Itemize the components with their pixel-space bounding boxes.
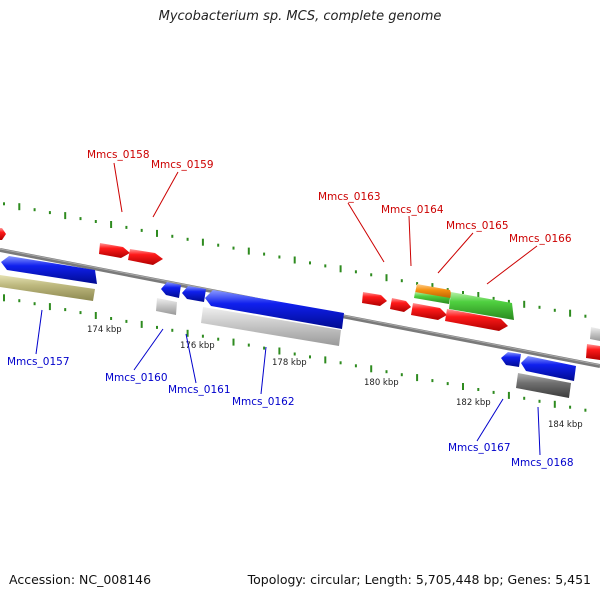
- leader-mmcs-0158: [113, 162, 123, 213]
- topology-text: Topology: circular; Length: 5,705,448 bp…: [247, 572, 591, 587]
- leader-mmcs-0157: [35, 309, 43, 355]
- label-mmcs-0161[interactable]: Mmcs_0161: [168, 384, 231, 396]
- scale-label-180kbp: 180 kbp: [364, 378, 399, 388]
- gene-mmcs-0160-gray[interactable]: [156, 298, 177, 315]
- gene-red-arrow-small[interactable]: [390, 298, 411, 312]
- scale-label-184kbp: 184 kbp: [548, 420, 583, 430]
- leader-mmcs-0160: [133, 328, 164, 371]
- gene-gray-edge[interactable]: [590, 327, 600, 341]
- gene-mmcs-0167[interactable]: [501, 352, 521, 367]
- gene-labels: Mmcs_0158 Mmcs_0159 Mmcs_0163 Mmcs_0164 …: [7, 149, 574, 469]
- label-mmcs-0157[interactable]: Mmcs_0157: [7, 356, 70, 368]
- label-mmcs-0163[interactable]: Mmcs_0163: [318, 191, 381, 203]
- label-mmcs-0168[interactable]: Mmcs_0168: [511, 457, 574, 469]
- leader-mmcs-0165: [437, 232, 474, 274]
- leader-lines: [35, 162, 541, 456]
- leader-mmcs-0167: [476, 398, 504, 442]
- gene-green-segment[interactable]: [414, 292, 450, 304]
- reverse-strand-features: [0, 256, 576, 398]
- leader-mmcs-0163: [347, 202, 385, 263]
- gene-red-edge[interactable]: [586, 344, 600, 360]
- scale-label-178kbp: 178 kbp: [272, 358, 307, 368]
- gene-mmcs-0162[interactable]: [205, 290, 344, 329]
- leader-mmcs-0162: [260, 346, 267, 395]
- gene-mmcs-0168[interactable]: [521, 356, 576, 381]
- gene-red-arrow[interactable]: [0, 228, 6, 240]
- gene-mmcs-0157-olive[interactable]: [0, 275, 95, 301]
- figure-title: Mycobacterium sp. MCS, complete genome: [158, 9, 442, 24]
- upper-tick-track: [3, 202, 587, 318]
- label-mmcs-0162[interactable]: Mmcs_0162: [232, 396, 295, 408]
- label-mmcs-0167[interactable]: Mmcs_0167: [448, 442, 511, 454]
- leader-mmcs-0161: [185, 333, 197, 384]
- gene-mmcs-0158[interactable]: [99, 243, 130, 258]
- forward-strand-features: [0, 228, 600, 360]
- gene-mmcs-0165[interactable]: [445, 309, 508, 331]
- leader-mmcs-0168: [537, 406, 541, 456]
- gene-mmcs-0164-orange[interactable]: [415, 284, 452, 299]
- scale-label-176kbp: 176 kbp: [180, 341, 215, 351]
- gene-mmcs-0159[interactable]: [128, 249, 163, 265]
- scale-labels: 174 kbp 176 kbp 178 kbp 180 kbp 182 kbp …: [87, 325, 583, 430]
- gene-mmcs-0161[interactable]: [182, 286, 206, 302]
- label-mmcs-0158[interactable]: Mmcs_0158: [87, 149, 150, 161]
- leader-mmcs-0164: [408, 215, 412, 267]
- gene-mmcs-0162-gray[interactable]: [201, 307, 341, 346]
- accession-text: Accession: NC_008146: [9, 572, 152, 587]
- gene-mmcs-0166[interactable]: [449, 292, 514, 320]
- scale-label-182kbp: 182 kbp: [456, 398, 491, 408]
- label-mmcs-0165[interactable]: Mmcs_0165: [446, 220, 509, 232]
- label-mmcs-0166[interactable]: Mmcs_0166: [509, 233, 572, 245]
- lower-tick-track: [3, 294, 587, 412]
- gene-mmcs-0160[interactable]: [161, 282, 181, 298]
- label-mmcs-0159[interactable]: Mmcs_0159: [151, 159, 214, 171]
- leader-mmcs-0166: [486, 245, 538, 285]
- label-mmcs-0160[interactable]: Mmcs_0160: [105, 372, 168, 384]
- leader-mmcs-0159: [152, 171, 179, 218]
- label-mmcs-0164[interactable]: Mmcs_0164: [381, 204, 444, 216]
- scale-label-174kbp: 174 kbp: [87, 325, 122, 335]
- gene-mmcs-0157[interactable]: [1, 256, 97, 284]
- gene-mmcs-0163[interactable]: [362, 292, 387, 306]
- gene-mmcs-0168-darkgray[interactable]: [516, 373, 571, 398]
- gene-mmcs-0164[interactable]: [411, 303, 447, 320]
